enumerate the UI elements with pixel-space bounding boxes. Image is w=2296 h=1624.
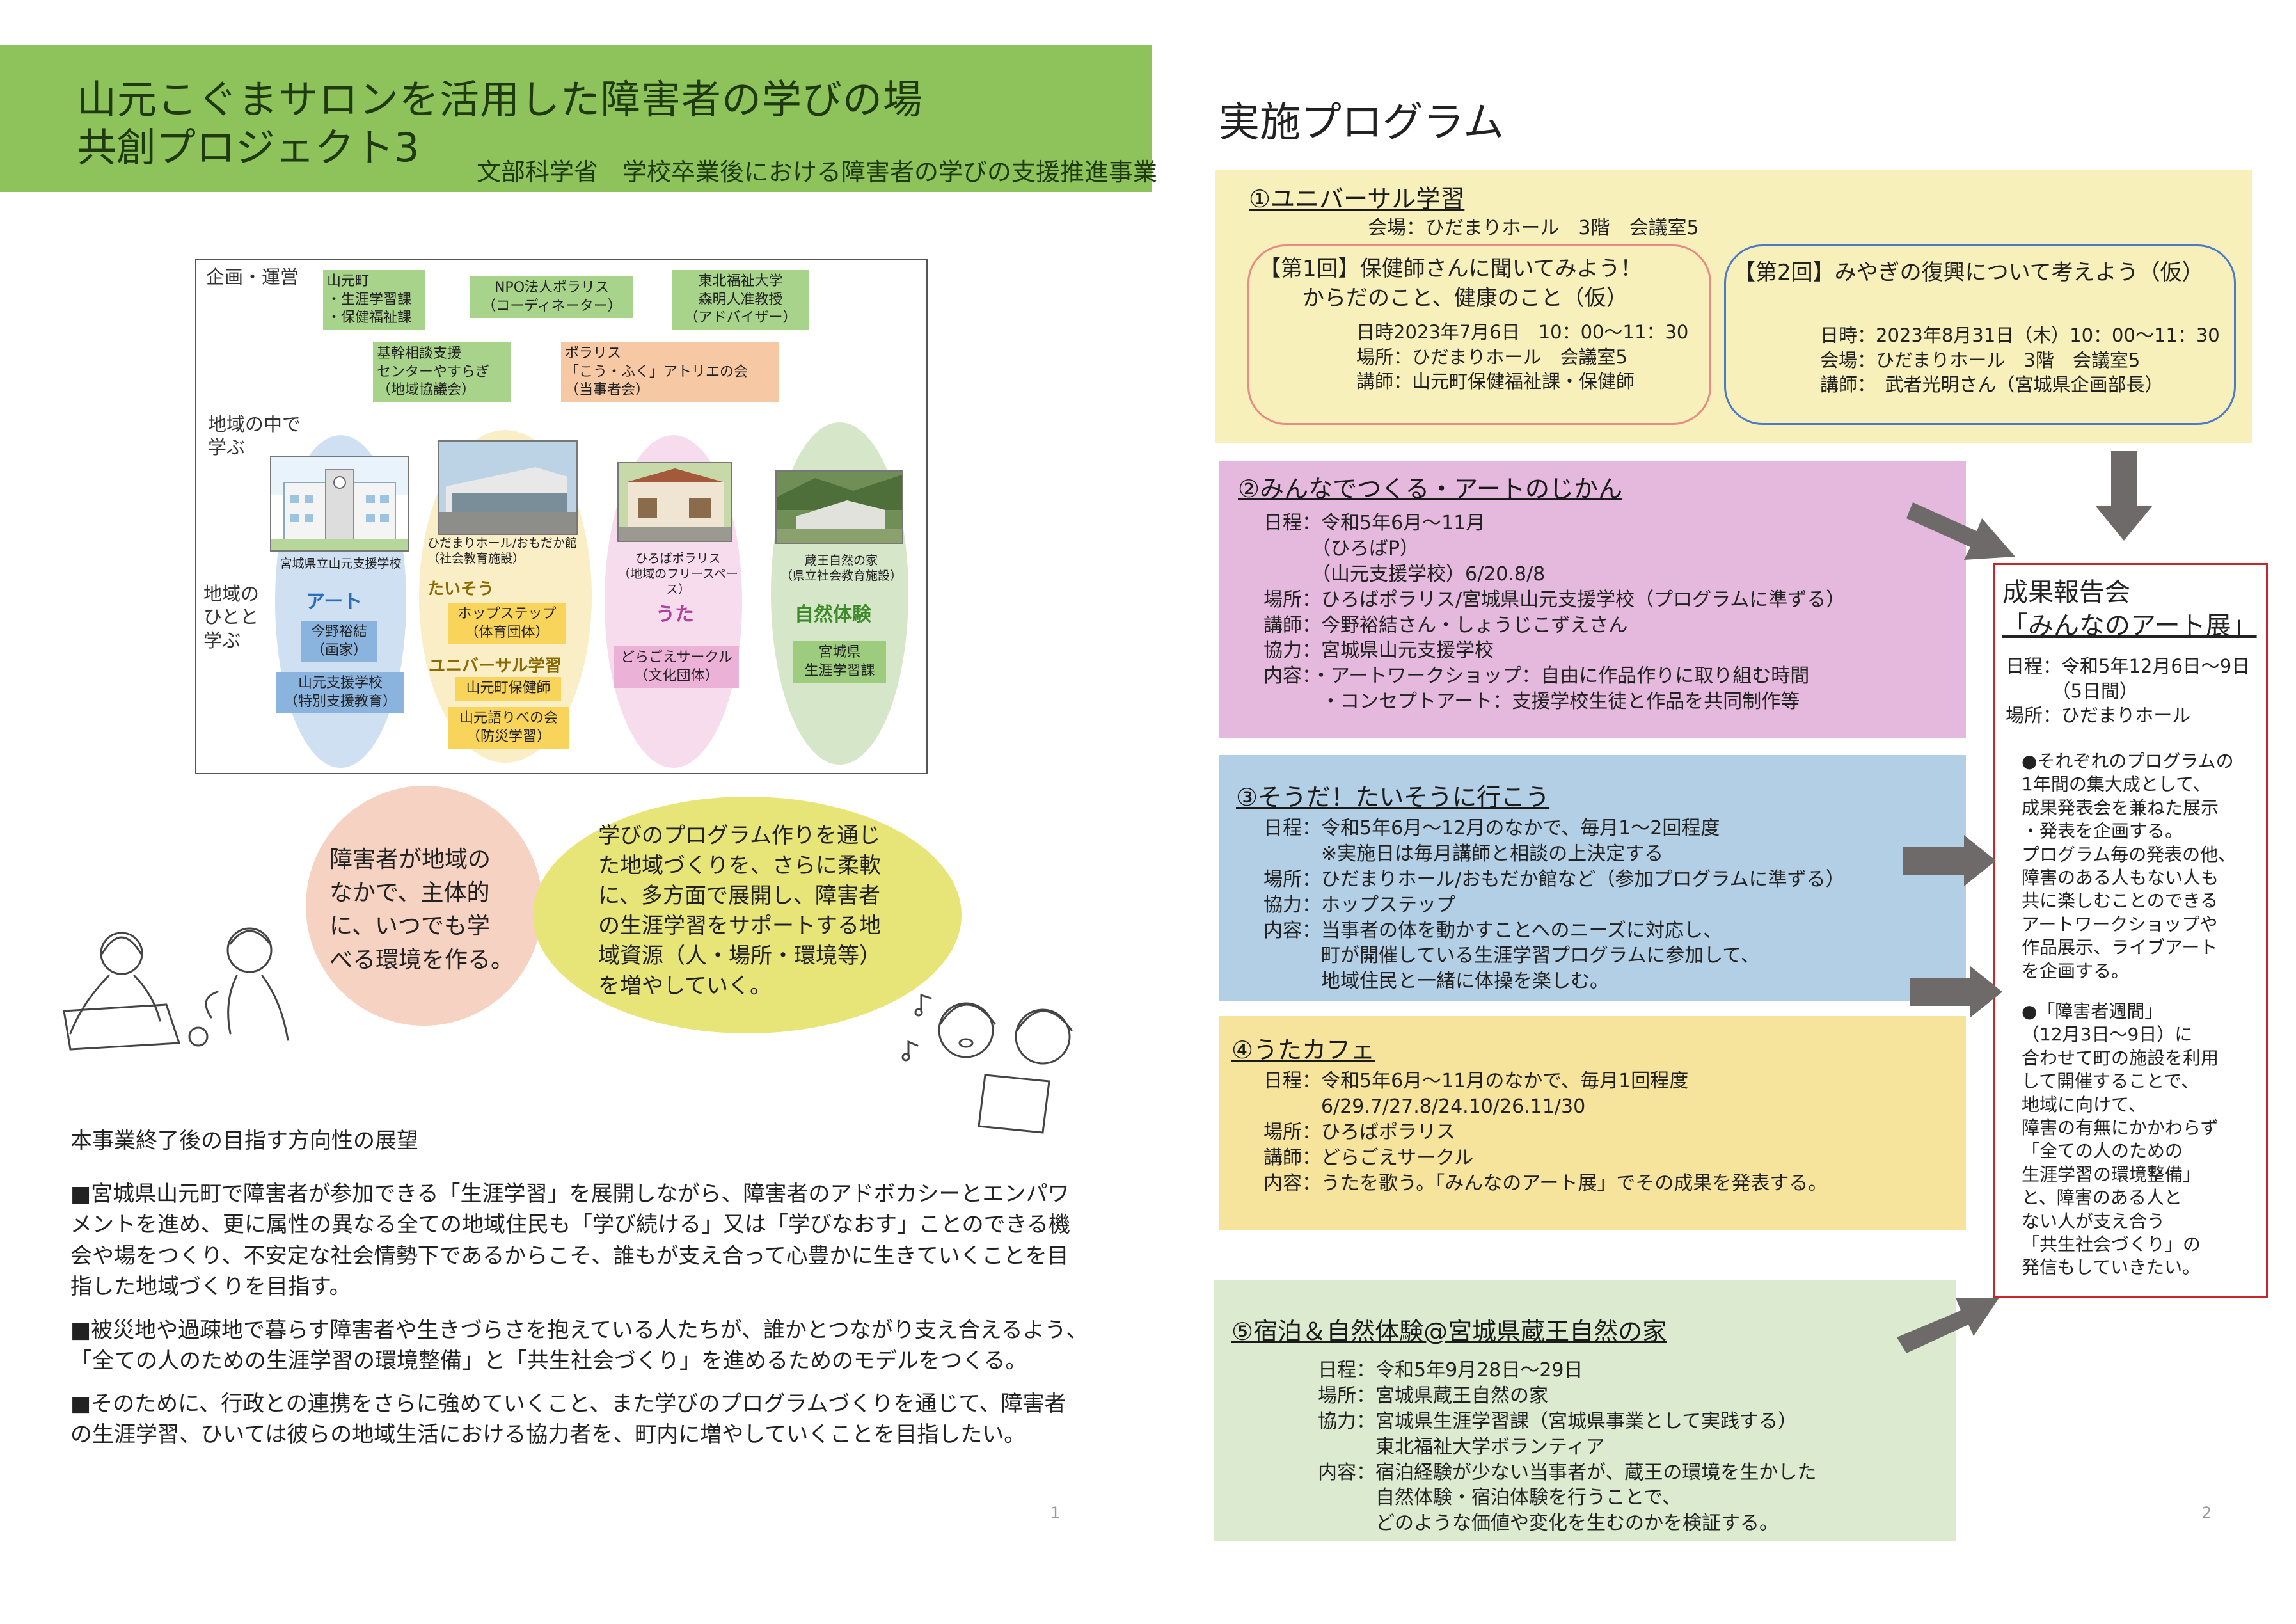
section-art-title: ②みんなでつくる・アートのじかん [1238,475,1623,503]
header-banner [0,45,1152,192]
page-number-right: 2 [2202,1504,2212,1522]
place-hidamari: ひだまりホール/おもだか館 （社会教育施設） [427,536,578,566]
label-learn-in-region: 地域の中で 学ぶ [208,413,301,459]
page-number-left: 1 [1050,1504,1061,1522]
section-taisou [1219,755,1966,1001]
org-tohoku: 東北福祉大学 森明人准教授 （アドバイザー） [672,270,809,330]
session2-title: 【第2回】みやぎの復興について考えよう（仮） [1734,260,2204,285]
section-taisou-body: 日程：令和5年6月～12月のなかで、毎月1～2回程度 ※実施日は毎月講師と相談の… [1263,817,1845,993]
zao-nature-house-image [775,470,903,544]
section-universal-venue: 会場：ひだまりホール 3階 会議室5 [1368,217,1699,239]
section-art [1219,461,1966,738]
partner-hopstep: ホップステップ （体育団体） [448,603,566,645]
goal-text-2: 学びのプログラム作りを通じ た地域づくりを、さらに柔軟 に、多方面で展開し、障害… [598,823,881,999]
partner-hokenshi: 山元町保健師 [455,677,561,701]
section-nature [1214,1280,1956,1541]
future-title: 本事業終了後の目指す方向性の展望 [70,1128,418,1154]
future-paragraph-3: ■そのために、行政との連携をさらに強めていくこと、また学びのプログラムづくりを通… [70,1391,1066,1448]
hiroba-polaris-image [617,462,732,542]
hidamari-hall-image [438,440,578,535]
category-uta: うた [656,603,694,626]
category-art: アート [306,591,363,613]
report-note-2: ●「障害者週間」 （12月3日～9日）に 合わせて町の施設を利用 して開催するこ… [2022,1001,2219,1278]
program-title: 実施プログラム [1219,99,1505,147]
partner-katari: 山元語りべの会 （防災学習） [448,707,569,749]
future-paragraph-2: ■被災地や過疎地で暮らす障害者や生きづらさを抱えている人たちが、誰かとつながり支… [70,1318,1088,1374]
children-drawing-illustration [63,927,289,1051]
org-kikan: 基幹相談支援 センターやすらぎ （地域協議会） [373,342,511,402]
session1-body: 日時2023年7月6日 10：00～11：30 場所：ひだまりホール 会議室5 … [1356,321,1689,393]
report-subtitle: 「みんなのアート展」 [2002,611,2257,641]
report-note-1: ●それぞれのプログラムの 1年間の集大成として、 成果発表会を兼ねた展示 ・発表… [2022,751,2237,982]
category-taisou: たいそう [427,580,495,599]
page-subtitle: 文部科学省 学校卒業後における障害者の学びの支援推進事業 [477,158,1158,186]
future-paragraph-1: ■宮城県山元町で障害者が参加できる「生涯学習」を展開しながら、障害者のアドボカシ… [70,1181,1070,1300]
label-learn-with-people: 地域の ひとと 学ぶ [203,583,260,651]
session1-title: 【第1回】保健師さんに聞いてみよう！ からだのこと、健康のこと（仮） [1259,256,1642,311]
goal-text-1: 障害者が地域の なかで、主体的 に、いつでも学 べる環境を作る。 [329,847,514,973]
partner-imano: 今野裕結 （画家） [301,621,377,663]
section-taisou-title: ③そうだ！たいそうに行こう [1236,783,1550,811]
school-building-image [270,456,409,552]
org-polaris: ポラリス 「こう・ふく」アトリエの会 （当事者会） [561,342,779,402]
partner-dora: どらごえサークル （文化団体） [614,646,739,689]
session2-box [1724,244,2236,425]
report-box [1993,563,2268,1298]
section-art-body: 日程：令和5年6月～11月 （ひろばP） （山元支援学校）6/20.8/8 場所… [1263,512,1846,713]
arrow-art-to-report-icon [1906,502,2015,560]
report-schedule: 日程：令和5年12月6日～9日 （5日間） 場所：ひだまりホール [2006,655,2251,727]
section-uta-cafe-body: 日程：令和5年6月～11月のなかで、毎月1回程度 6/29.7/27.8/24.… [1263,1070,1828,1195]
singing-people-illustration [901,993,1073,1134]
label-planning: 企画・運営 [206,266,299,288]
place-zao: 蔵王自然の家 （県立社会教育施設） [780,553,902,583]
section-nature-body: 日程：令和5年9月28日～29日 場所：宮城県蔵王自然の家 協力：宮城県生涯学習… [1318,1359,1817,1535]
arrow-taisou-to-report-icon [1903,835,1996,886]
partner-miyagi: 宮城県 生涯学習課 [793,641,886,683]
arrow-nature-to-report-icon [1897,1298,1999,1353]
section-uta-cafe-title: ④うたカフェ [1231,1036,1375,1064]
section-nature-title: ⑤宿泊＆自然体験@宮城県蔵王自然の家 [1231,1318,1667,1346]
place-hiroba: ひろばポラリス （地域のフリースペース） [618,552,738,596]
arrow-universal-to-report-icon [2095,451,2153,541]
partner-school: 山元支援学校 （特別支援教育） [276,672,404,714]
goal-circle-1 [306,786,542,1026]
session2-body: 日時：2023年8月31日（木）10：00～11：30 会場：ひだまりホール 3… [1820,324,2220,396]
place-school: 宮城県立山元支援学校 [280,557,402,571]
org-npo: NPO法人ポラリス （コーディネーター） [470,276,633,319]
page-title-line2: 共創プロジェクト3 [77,124,420,171]
section-uta-cafe [1219,1016,1966,1230]
section-universal-title: ①ユニバーサル学習 [1249,185,1465,213]
category-nature: 自然体験 [795,603,871,626]
session1-box [1247,244,1711,425]
report-title: 成果報告会 [2002,578,2130,607]
org-yamamoto: 山元町 ・生涯学習課 ・保健福祉課 [323,270,425,330]
arrow-uta-to-report-icon [1910,966,2002,1017]
goal-circle-2 [533,797,962,1033]
category-universal: ユニバーサル学習 [429,657,562,676]
page-title-line1: 山元こぐまサロンを活用した障害者の学びの場 [77,76,924,123]
